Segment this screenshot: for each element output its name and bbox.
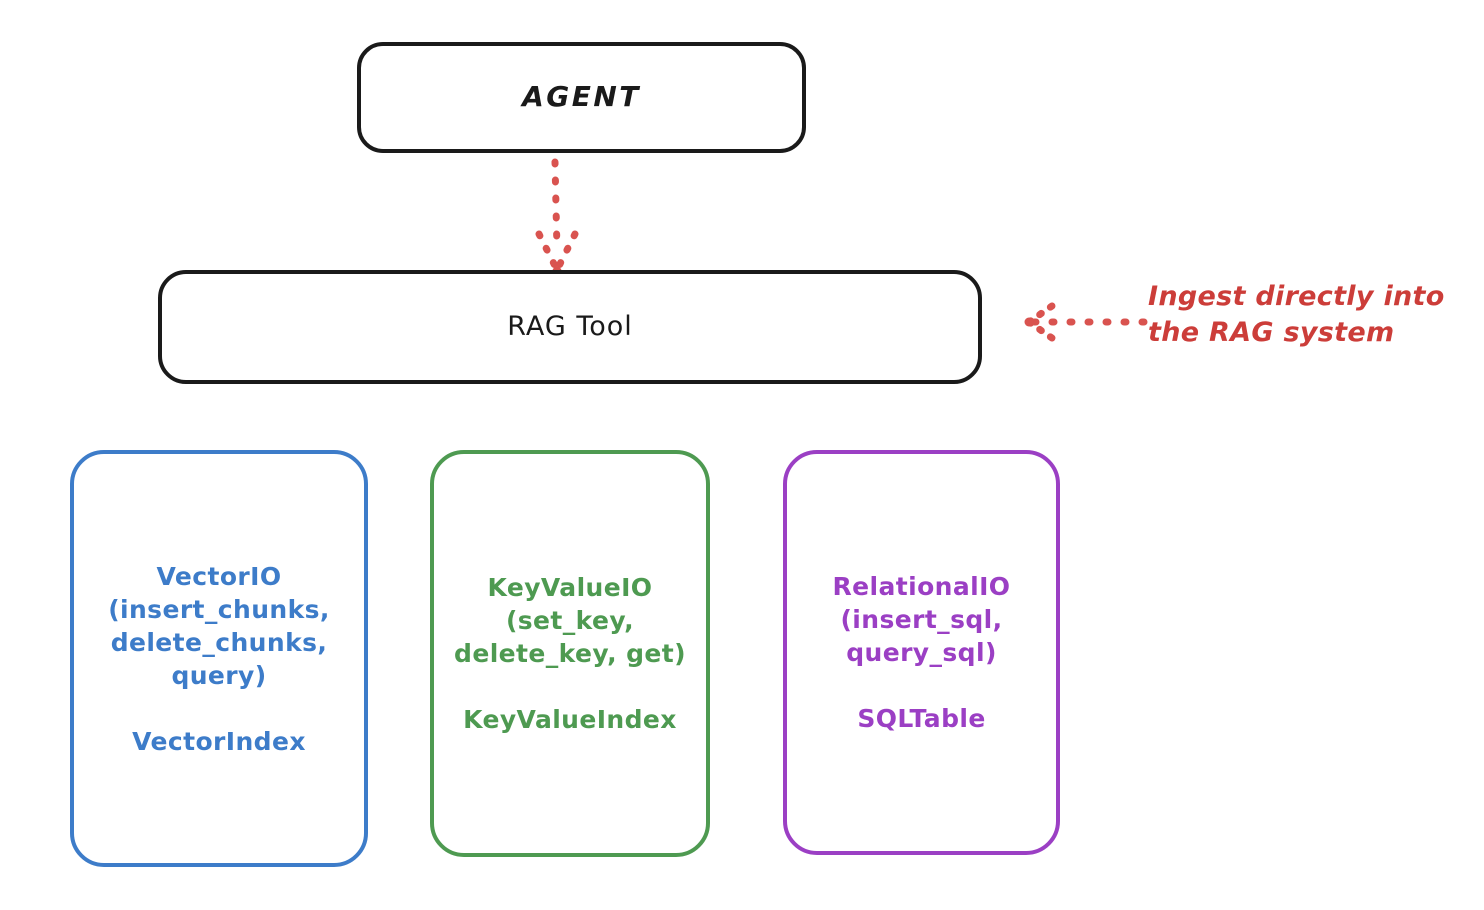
annotation-ingest-note: Ingest directly into the RAG system — [1148, 281, 1445, 348]
ingest-dotted-arrow — [1024, 302, 1148, 342]
node-vector-io[interactable]: VectorIO (insert_chunks, delete_chunks, … — [70, 450, 368, 867]
node-key-value-io[interactable]: KeyValueIO (set_key, delete_key, get) Ke… — [430, 450, 710, 857]
node-rag-tool-label: RAG Tool — [507, 311, 633, 343]
node-relational-io[interactable]: RelationalIO (insert_sql, query_sql) SQL… — [783, 450, 1060, 855]
agent-to-ragtool-dotted-arrow — [535, 158, 579, 276]
node-agent[interactable]: AGENT — [357, 42, 806, 153]
node-key-value-io-label: KeyValueIO (set_key, delete_key, get) Ke… — [454, 573, 686, 734]
node-rag-tool[interactable]: RAG Tool — [158, 270, 982, 384]
node-relational-io-label: RelationalIO (insert_sql, query_sql) SQL… — [832, 572, 1011, 733]
node-vector-io-label: VectorIO (insert_chunks, delete_chunks, … — [108, 561, 330, 756]
node-agent-label: AGENT — [522, 80, 641, 114]
